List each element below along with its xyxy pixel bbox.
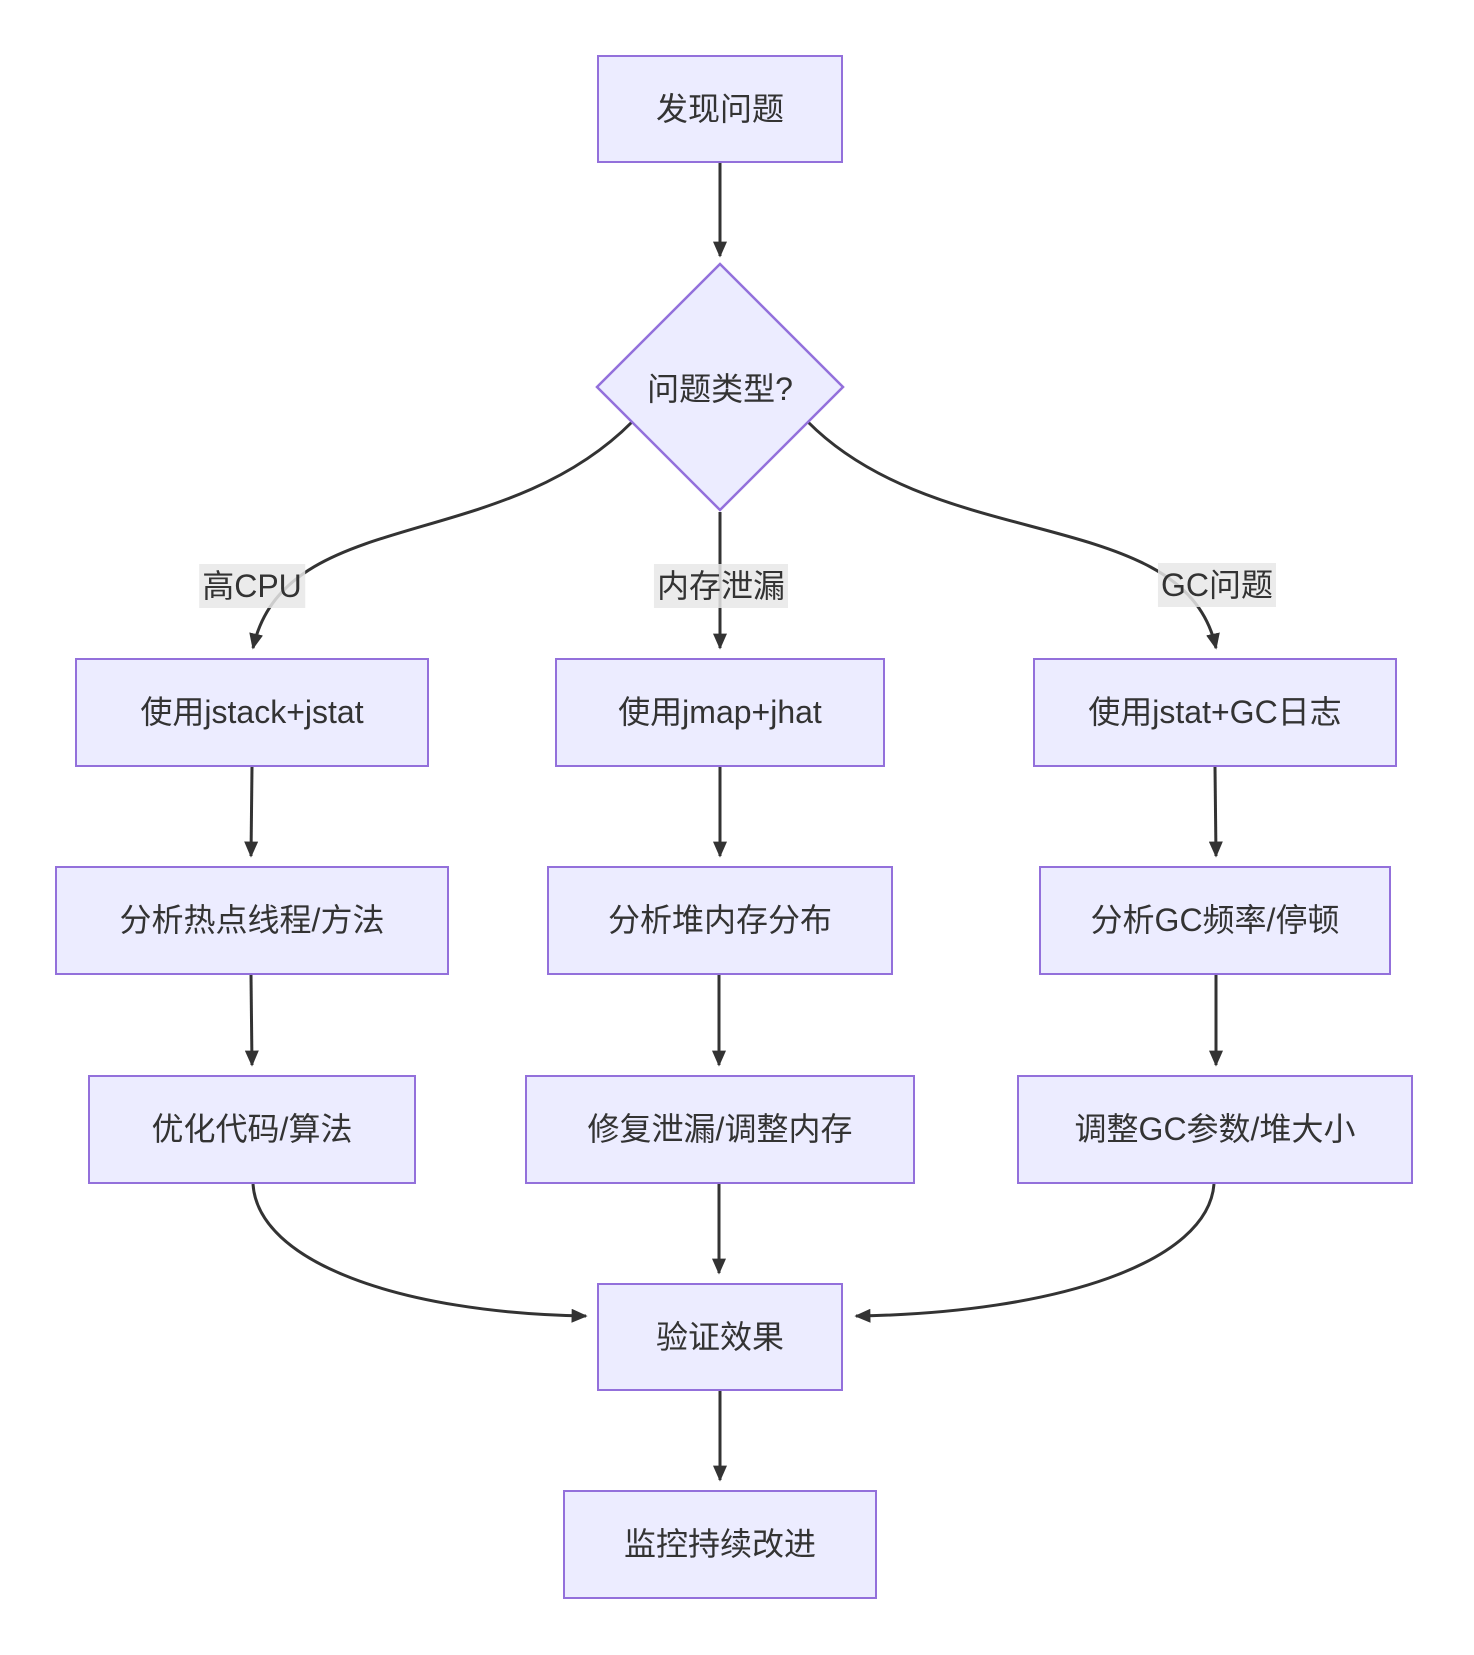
edge-cpu-tool-cpu-analyze <box>244 766 259 858</box>
node-gc-fix-label: 调整GC参数/堆大小 <box>1074 1111 1356 1148</box>
node-gc-tool-label: 使用jstat+GC日志 <box>1088 694 1342 731</box>
edge-decision-gc-tool <box>806 420 1220 650</box>
node-decision: 问题类型? <box>600 362 840 412</box>
node-cpu-fix: 优化代码/算法 <box>88 1075 416 1184</box>
edge-gc-tool-gc-analyze <box>1208 766 1223 858</box>
node-verify: 验证效果 <box>597 1283 843 1391</box>
node-mem-tool-label: 使用jmap+jhat <box>618 694 822 731</box>
node-cpu-fix-label: 优化代码/算法 <box>151 1111 353 1148</box>
node-verify-label: 验证效果 <box>655 1318 784 1355</box>
node-gc-analyze-label: 分析GC频率/停顿 <box>1090 902 1340 939</box>
edge-label-high-cpu: 高CPU <box>199 564 305 608</box>
edge-label-memory-leak: 内存泄漏 <box>653 564 789 608</box>
node-start: 发现问题 <box>597 55 843 163</box>
node-cpu-tool: 使用jstack+jstat <box>75 658 429 767</box>
node-cpu-analyze: 分析热点线程/方法 <box>55 866 449 975</box>
node-gc-tool: 使用jstat+GC日志 <box>1033 658 1397 767</box>
edge-cpu-analyze-cpu-fix <box>244 974 259 1067</box>
node-cpu-tool-label: 使用jstack+jstat <box>140 694 364 731</box>
node-cpu-analyze-label: 分析热点线程/方法 <box>119 902 385 939</box>
edge-cpu-fix-verify <box>251 1183 588 1323</box>
node-start-label: 发现问题 <box>655 90 784 127</box>
edge-label-gc-issue: GC问题 <box>1157 563 1277 607</box>
node-mem-analyze: 分析堆内存分布 <box>547 866 893 975</box>
node-mem-fix-label: 修复泄漏/调整内存 <box>587 1111 853 1148</box>
decision-diamond-shape <box>595 262 845 512</box>
node-mem-tool: 使用jmap+jhat <box>555 658 885 767</box>
node-gc-analyze: 分析GC频率/停顿 <box>1039 866 1391 975</box>
node-monitor: 监控持续改进 <box>563 1490 877 1599</box>
edge-gc-fix-verify <box>854 1183 1216 1323</box>
node-gc-fix: 调整GC参数/堆大小 <box>1017 1075 1413 1184</box>
node-decision-label: 问题类型? <box>647 371 793 407</box>
node-mem-analyze-label: 分析堆内存分布 <box>607 902 832 939</box>
edge-decision-cpu-tool <box>249 420 634 650</box>
node-mem-fix: 修复泄漏/调整内存 <box>525 1075 915 1184</box>
node-monitor-label: 监控持续改进 <box>623 1526 816 1563</box>
